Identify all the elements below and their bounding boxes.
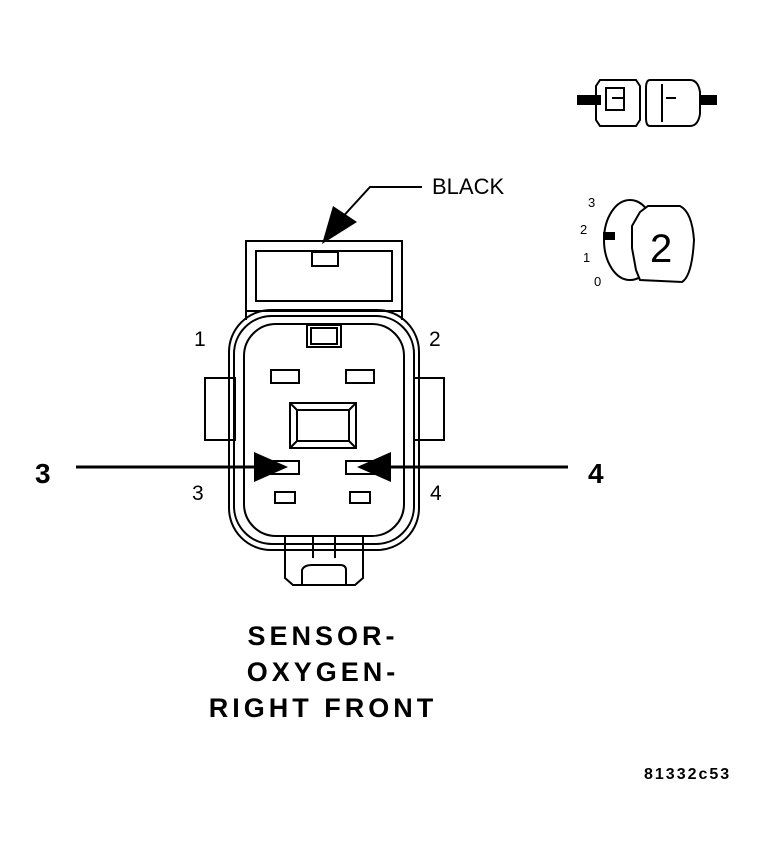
- callout-label-right: 4: [588, 458, 604, 489]
- cavity-label-2: 2: [429, 328, 441, 351]
- callout-label-left: 3: [35, 458, 51, 489]
- figure-code: 81332c53: [644, 766, 731, 783]
- title-line-2: OXYGEN-: [247, 657, 400, 687]
- dial-value: 2: [650, 227, 672, 271]
- title-line-3: RIGHT FRONT: [209, 693, 437, 723]
- connector-color-label: BLACK: [432, 174, 504, 199]
- connector-body: [204, 240, 445, 586]
- dial-tick-0: 0: [594, 274, 601, 289]
- dial-tick-2: 2: [580, 222, 587, 237]
- cavity-label-3: 3: [192, 482, 204, 505]
- cavity-1: [270, 369, 300, 384]
- cavity-label-4: 4: [430, 482, 442, 505]
- cavity-label-1: 1: [194, 328, 206, 351]
- dial-tick-3: 3: [588, 195, 595, 210]
- cavity-6: [349, 491, 371, 504]
- connector-view-icon: [577, 79, 717, 127]
- callout-arrow-right: [357, 452, 568, 482]
- dial-tick-1: 1: [583, 250, 590, 265]
- diagram-title: SENSOR- OXYGEN- RIGHT FRONT: [209, 621, 437, 723]
- dial-indicator-icon: 3 2 1 0 2: [580, 195, 696, 289]
- callout-arrow-left: [76, 452, 288, 482]
- cavity-2: [345, 369, 375, 384]
- title-line-1: SENSOR-: [247, 621, 398, 651]
- cavity-5: [274, 491, 296, 504]
